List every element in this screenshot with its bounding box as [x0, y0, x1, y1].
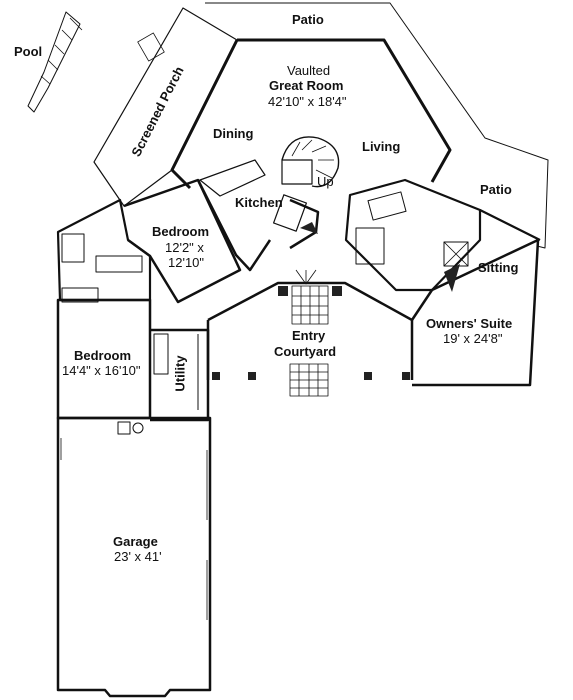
bedroom-large-label: Bedroom	[74, 348, 132, 363]
owners-closet	[355, 227, 385, 265]
porch-door	[137, 32, 165, 62]
pool-edge	[40, 17, 83, 85]
owners-shower-x	[443, 241, 469, 267]
great-room-size: 42'10" x 18'4"	[268, 94, 347, 109]
owners-bath-wall	[344, 178, 482, 292]
entry-courtyard-wall	[206, 281, 414, 380]
entry-column	[278, 286, 288, 296]
owners-suite-size: 19' x 24'8"	[443, 331, 503, 346]
bath-tub-left-2	[61, 287, 99, 303]
pool-label: Pool	[14, 44, 43, 59]
spiral-stair	[281, 136, 340, 188]
entry-column	[332, 286, 342, 296]
living-label: Living	[362, 139, 401, 154]
bedroom-small-label: Bedroom	[152, 224, 210, 239]
bath-vanity-left	[95, 255, 143, 273]
bedroom-small-size-2: 12'10"	[168, 255, 205, 270]
sitting-wall	[479, 209, 541, 241]
owners-suite-wall	[410, 238, 540, 387]
stair-landing	[281, 159, 313, 185]
patio-right-label: Patio	[480, 182, 512, 197]
courtyard-pillar	[364, 372, 372, 380]
sitting-fireplace	[444, 264, 460, 292]
utility-counter	[153, 333, 169, 375]
pool-outline	[27, 11, 81, 113]
stair-treads	[291, 139, 334, 179]
great-room-wall	[170, 38, 452, 190]
bedroom-small-size-1: 12'2" x	[165, 240, 204, 255]
courtyard-pillar	[212, 372, 220, 380]
kitchen-label: Kitchen	[235, 195, 283, 210]
owners-tub	[367, 191, 407, 221]
garage-equipment	[117, 421, 131, 435]
great-room-label: Great Room	[269, 78, 344, 93]
sitting-label: Sitting	[478, 260, 519, 275]
bath-left-wall	[56, 198, 152, 302]
patio-top-label: Patio	[292, 12, 324, 27]
courtyard-pillar	[248, 372, 256, 380]
garage-window-lines	[60, 438, 208, 620]
kitchen-counter	[199, 159, 266, 197]
garage-size: 23' x 41'	[114, 549, 162, 564]
stair-arrow	[300, 222, 318, 234]
owners-suite-label: Owners' Suite	[426, 316, 513, 331]
courtyard-label: Courtyard	[274, 344, 337, 359]
bedroom-large-size: 14'4" x 16'10"	[62, 363, 141, 378]
dining-label: Dining	[213, 126, 254, 141]
kitchen-wall	[196, 179, 320, 272]
garage-heater	[132, 422, 144, 434]
kitchen-island	[272, 194, 308, 232]
screened-porch-wall	[93, 7, 238, 207]
courtyard-pillar	[402, 372, 410, 380]
garage-label: Garage	[113, 534, 158, 549]
great-room-prefix: Vaulted	[287, 63, 331, 78]
stair-up-label: Up	[317, 174, 334, 189]
utility-label: Utility	[172, 355, 188, 392]
patio-top-outline	[205, 2, 549, 249]
garage-wall	[56, 416, 212, 698]
entry-label: Entry	[292, 328, 326, 343]
entry-grid	[289, 269, 329, 397]
bath-tub-left	[61, 233, 85, 263]
